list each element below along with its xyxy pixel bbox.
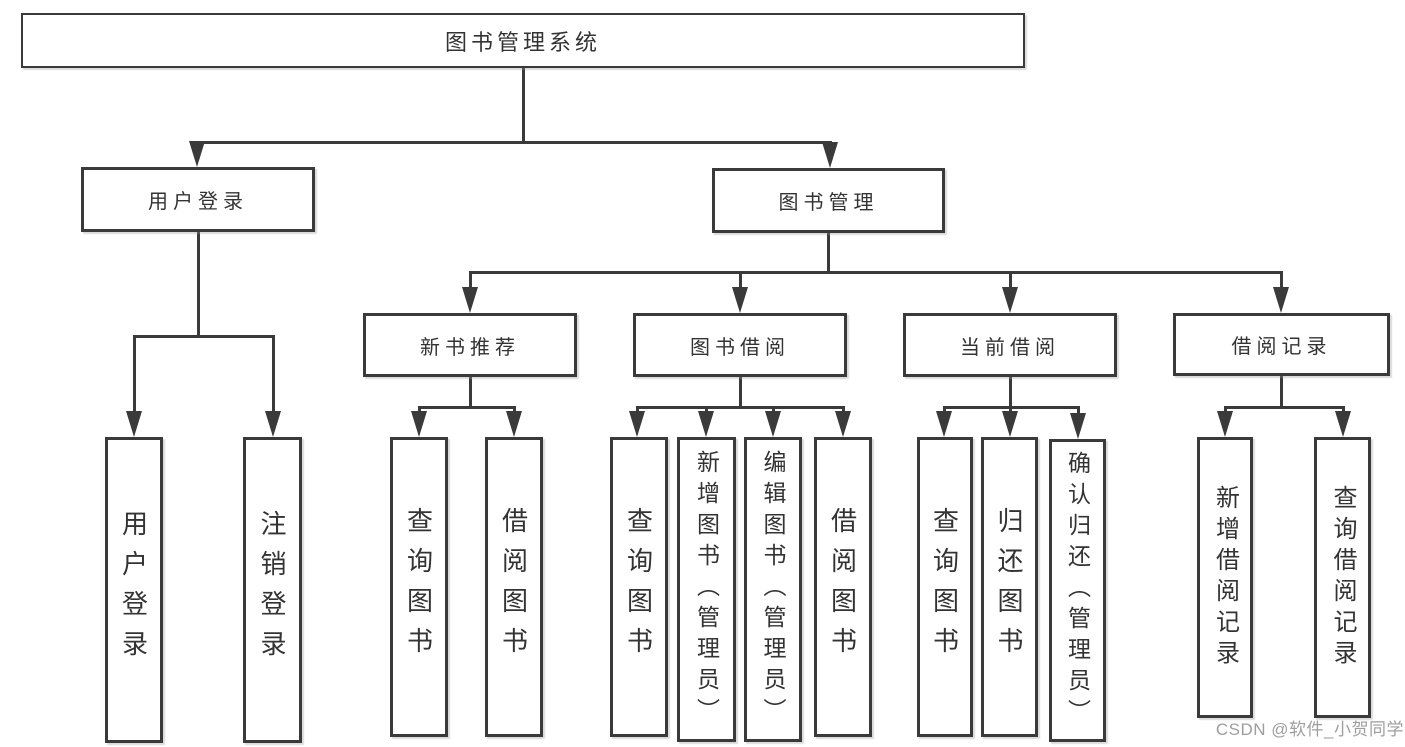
connector-line [468, 270, 1283, 274]
node-leaf-user-login: 用户登录 [105, 437, 163, 743]
connector-line [132, 336, 136, 414]
connector-line [417, 407, 421, 414]
node-leaf-borrow-books-2: 借阅图书 [814, 437, 872, 737]
connector-line [468, 377, 472, 409]
connector-line [1279, 376, 1283, 409]
connector-line [1076, 407, 1080, 414]
node-current-borrow: 当前借阅 [903, 313, 1117, 377]
connector-line [195, 140, 832, 144]
node-book-borrow: 图书借阅 [633, 313, 847, 377]
arrow-down-icon [506, 411, 522, 437]
arrow-down-icon [1217, 411, 1233, 437]
connector-line [512, 407, 516, 414]
connector-line [1223, 405, 1345, 409]
arrow-down-icon [835, 411, 851, 437]
node-label: 确认归还（管理员） [1064, 451, 1091, 730]
node-label: 编辑图书（管理员） [760, 450, 786, 729]
node-leaf-confirm-return: 确认归还（管理员） [1049, 439, 1106, 742]
arrow-down-icon [936, 411, 952, 437]
arrow-down-icon [411, 411, 427, 437]
node-label: 注销登录 [257, 510, 287, 670]
arrow-down-icon [765, 411, 781, 437]
node-label: 用户登录 [148, 191, 248, 213]
arrow-down-icon [126, 411, 142, 437]
node-label: 借阅图书 [827, 507, 858, 667]
node-leaf-query-books-2: 查询图书 [610, 437, 668, 737]
node-leaf-query-record: 查询借阅记录 [1314, 437, 1371, 718]
node-label: 借阅记录 [1231, 336, 1332, 358]
connector-line [1008, 377, 1012, 409]
node-label: 当前借阅 [960, 336, 1060, 359]
node-label: 图书管理 [778, 192, 879, 214]
node-label: 新增图书（管理员） [693, 450, 720, 729]
connector-line [1341, 407, 1345, 414]
node-user-login: 用户登录 [81, 167, 315, 232]
watermark: CSDN @软件_小贺同学 [1215, 720, 1404, 739]
node-leaf-query-books-3: 查询图书 [917, 437, 973, 737]
arrow-down-icon [629, 411, 645, 437]
connector-line [1223, 407, 1227, 414]
connector-line [635, 407, 639, 414]
node-leaf-borrow-books-1: 借阅图书 [485, 437, 543, 737]
arrow-down-icon [1002, 411, 1018, 437]
connector-line [1008, 407, 1012, 414]
arrow-down-icon [1002, 287, 1018, 313]
node-borrow-records: 借阅记录 [1173, 313, 1390, 376]
connector-line [1279, 272, 1283, 292]
connector-line [738, 377, 742, 409]
arrow-down-icon [822, 142, 838, 168]
connector-line [771, 407, 775, 414]
connector-line [196, 232, 200, 337]
node-leaf-edit-books: 编辑图书（管理员） [744, 437, 802, 742]
arrow-down-icon [265, 411, 281, 437]
connector-line [521, 68, 525, 143]
node-label: 查询图书 [623, 507, 654, 667]
node-leaf-add-books: 新增图书（管理员） [677, 437, 736, 742]
node-root: 图书管理系统 [21, 13, 1025, 68]
node-leaf-query-books-1: 查询图书 [390, 437, 448, 737]
connector-line [942, 407, 946, 414]
node-label: 归还图书 [994, 507, 1024, 667]
node-label: 图书管理系统 [444, 29, 601, 55]
arrow-down-icon [462, 287, 478, 313]
connector-line [271, 336, 275, 414]
connector-line [942, 405, 1080, 409]
node-label: 查询图书 [403, 507, 434, 667]
node-leaf-add-record: 新增借阅记录 [1197, 437, 1253, 718]
connector-line [704, 407, 708, 414]
node-label: 借阅图书 [498, 507, 529, 667]
arrow-down-icon [189, 141, 205, 167]
connector-line [132, 334, 275, 338]
node-label: 查询图书 [929, 507, 960, 667]
connector-line [841, 407, 845, 414]
connector-line [826, 233, 830, 274]
arrow-down-icon [1273, 287, 1289, 313]
node-label: 查询借阅记录 [1329, 484, 1356, 671]
node-new-book-rec: 新书推荐 [363, 313, 577, 377]
arrow-down-icon [1335, 411, 1351, 437]
node-book-mgmt: 图书管理 [712, 168, 945, 233]
node-label: 新书推荐 [420, 336, 520, 359]
node-leaf-return-books: 归还图书 [981, 437, 1038, 737]
arrow-down-icon [1070, 413, 1086, 439]
node-label: 新增借阅记录 [1211, 484, 1239, 671]
connector-line [417, 405, 516, 409]
connector-line [738, 272, 742, 292]
node-leaf-logout: 注销登录 [243, 437, 302, 743]
node-label: 图书借阅 [690, 336, 790, 359]
node-label: 用户登录 [118, 510, 149, 670]
arrow-down-icon [732, 287, 748, 313]
connector-line [1008, 272, 1012, 292]
connector-line [635, 405, 845, 409]
arrow-down-icon [698, 411, 714, 437]
connector-line [468, 272, 472, 292]
